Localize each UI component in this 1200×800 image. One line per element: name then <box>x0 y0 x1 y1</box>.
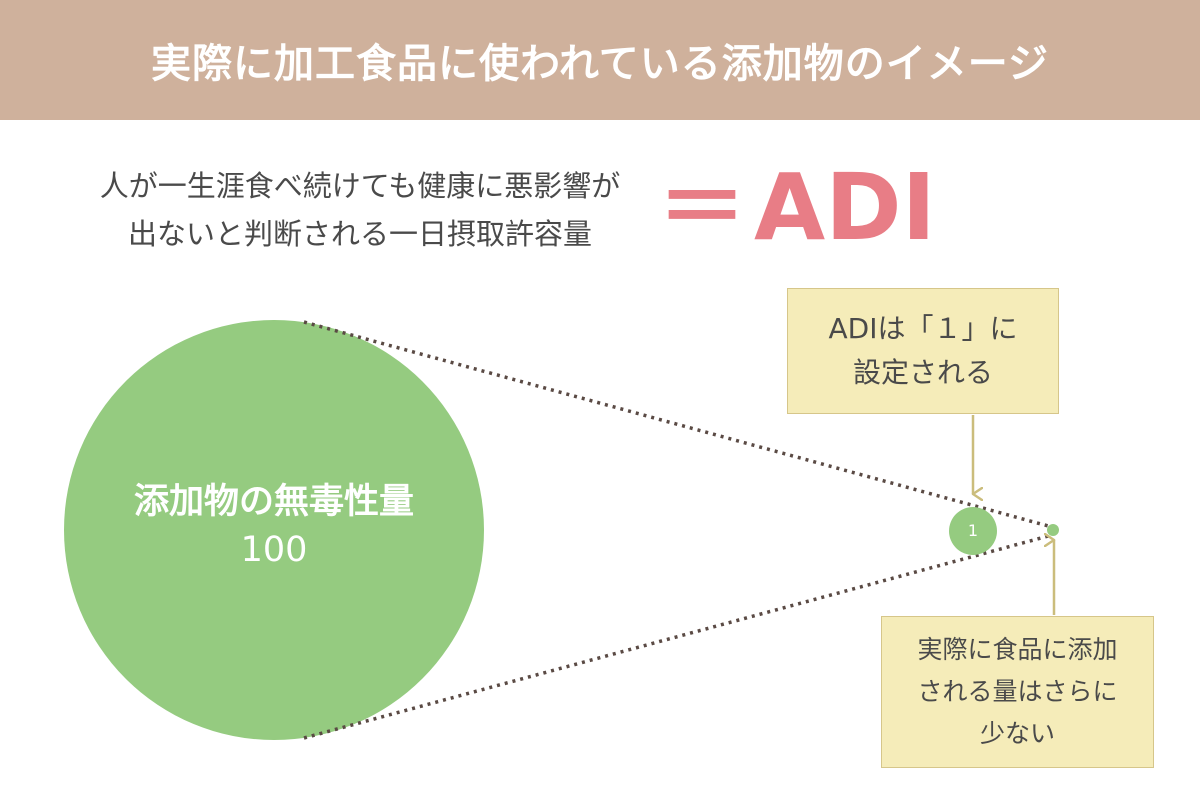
definition-line-2: 出ないと判断される一日摂取許容量 <box>127 217 592 251</box>
equals-sign: ＝ <box>658 156 747 259</box>
adi-circle-value: 1 <box>967 521 979 540</box>
actual-note-line-2: される量はさらに <box>917 677 1118 706</box>
adi-note-line-2: 設定される <box>852 356 993 389</box>
no-effect-level-circle <box>64 320 484 740</box>
adi-note-line-1: ADIは「１」に <box>828 312 1018 345</box>
actual-amount-note-box: 実際に食品に添加 される量はさらに 少ない <box>881 616 1154 768</box>
zoom-line-bottom <box>303 533 1053 740</box>
actual-amount-dot <box>1047 524 1059 536</box>
actual-note-line-3: 少ない <box>979 719 1055 748</box>
definition-line-1: 人が一生涯食べ続けても健康に悪影響が <box>99 169 621 203</box>
no-effect-level-label: 添加物の無毒性量 100 <box>64 478 484 574</box>
adi-equation: ＝ ADI <box>658 156 936 259</box>
header-banner: 実際に加工食品に使われている添加物のイメージ <box>0 0 1200 120</box>
page-title: 実際に加工食品に使われている添加物のイメージ <box>151 41 1049 87</box>
adi-circle <box>949 507 997 555</box>
adi-term: ADI <box>754 154 936 261</box>
adi-note-box: ADIは「１」に 設定される <box>787 288 1059 414</box>
no-effect-level-text: 添加物の無毒性量 <box>133 482 414 522</box>
no-effect-level-value: 100 <box>240 530 308 570</box>
adi-definition: 人が一生涯食べ続けても健康に悪影響が 出ないと判断される一日摂取許容量 <box>40 162 680 258</box>
actual-note-line-1: 実際に食品に添加 <box>917 635 1118 664</box>
zoom-line-top <box>303 320 1053 529</box>
